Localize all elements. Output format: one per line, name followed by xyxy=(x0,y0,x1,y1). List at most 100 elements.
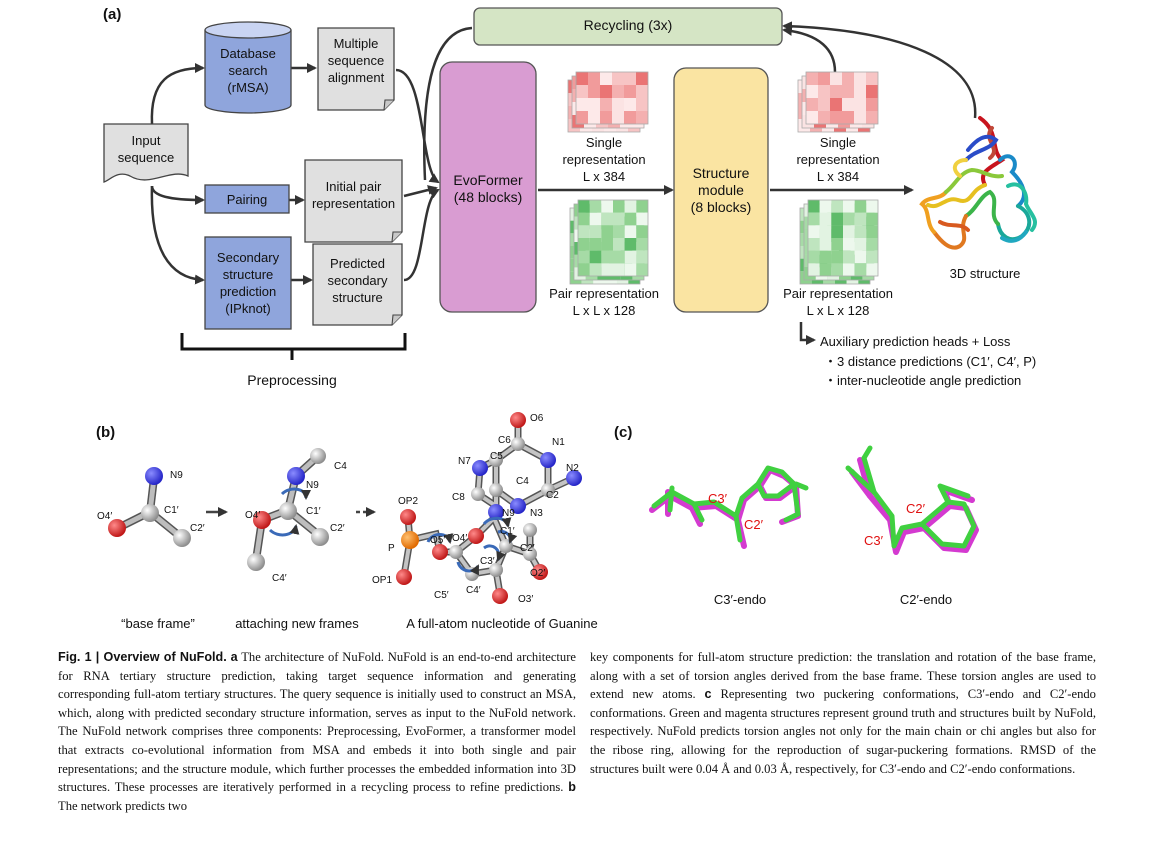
heatmap-cell xyxy=(612,72,624,85)
caption-c-label: c xyxy=(704,687,712,702)
caption-text-a: The architecture of NuFold. NuFold is an… xyxy=(58,650,576,795)
msa-label: Multiple sequence alignment xyxy=(327,36,385,85)
c3-endo-caption: C3′-endo xyxy=(713,592,767,607)
caption-text-d: Representing two puckering conformations… xyxy=(590,687,1096,776)
ss-prediction-label: Secondary structure prediction (IPknot) xyxy=(216,250,280,316)
heatmap-cell xyxy=(601,263,613,276)
atom-label: O4′ xyxy=(245,510,261,521)
pairing-label: Pairing xyxy=(226,192,268,207)
heatmap-cell xyxy=(613,263,625,276)
heatmap-cell xyxy=(866,85,878,98)
c2-endo-marker-b: C3′ xyxy=(864,533,884,548)
heatmap-cell xyxy=(600,72,612,85)
caption-text-b: The network predicts two xyxy=(58,798,188,813)
heatmap-frame xyxy=(805,71,879,125)
preprocessing-label: Preprocessing xyxy=(247,372,337,388)
atom-label: C4 xyxy=(334,461,347,472)
atom-label: N2 xyxy=(566,463,579,474)
atom-label: O6 xyxy=(530,413,544,424)
atom-label: C2′ xyxy=(520,543,535,554)
heatmap-cell xyxy=(576,72,588,85)
fig-label: Fig. 1 | Overview of NuFold. xyxy=(58,650,227,664)
heatmap-cell xyxy=(613,212,625,226)
atom-label: N9 xyxy=(170,470,183,481)
aux-item-2: ・inter-nucleotide angle prediction xyxy=(824,373,1022,388)
heatmap-cell xyxy=(819,200,832,213)
heatmap-cell xyxy=(806,111,818,124)
heatmap-cell xyxy=(808,238,820,251)
atom-label: P xyxy=(388,543,395,554)
atom-label: C4′ xyxy=(466,585,481,596)
input-sequence-label: Input sequence xyxy=(117,133,175,165)
atom-label: N9 xyxy=(306,480,319,491)
c2-endo-marker-a: C2′ xyxy=(906,501,926,516)
c2-endo-structure xyxy=(845,445,979,555)
heatmap-cell xyxy=(613,225,625,238)
single-rep-label-1: Single representation L x 384 xyxy=(562,135,646,184)
heatmap-cell xyxy=(636,98,648,111)
heatmap-cell xyxy=(831,238,843,251)
heatmap-cell xyxy=(601,238,613,251)
heatmap-cell xyxy=(866,111,878,124)
heatmap-cell xyxy=(636,72,648,85)
caption-text-c: key components for full-atom structure p… xyxy=(590,650,1096,702)
heatmap-cell xyxy=(806,72,818,85)
heatmap-cell xyxy=(589,200,602,213)
heatmap-cell xyxy=(578,263,590,276)
pair-rep-label-2: Pair representation L x L x 128 xyxy=(783,286,893,318)
atom-label: N9 xyxy=(502,508,515,519)
figure-canvas xyxy=(103,7,1037,604)
c3-endo-marker-b: C2′ xyxy=(744,517,764,532)
recycling-box xyxy=(473,7,783,46)
heatmap-cell xyxy=(578,225,590,238)
initial-pair-label: Initial pair representation xyxy=(311,179,396,211)
heatmap-cell xyxy=(830,111,842,124)
heatmap-cell xyxy=(819,212,832,226)
structure-3d-label: 3D structure xyxy=(949,266,1021,281)
heatmap-cell xyxy=(589,263,602,276)
heatmap-cell xyxy=(843,238,855,251)
heatmap-cell xyxy=(818,98,830,111)
heatmap-cell xyxy=(842,85,854,98)
heatmap-cell xyxy=(601,225,613,238)
heatmap-cell xyxy=(576,85,588,98)
heatmap-cell xyxy=(589,225,602,238)
heatmap-cell xyxy=(819,225,832,238)
atom-label: OP1 xyxy=(372,575,393,586)
structure-module-label: Structure module (8 blocks) xyxy=(690,165,752,215)
heatmap-cell xyxy=(831,263,843,276)
heatmap-cell xyxy=(866,212,878,226)
single-rep-heatmap-1 xyxy=(567,71,649,133)
atom-label: O3′ xyxy=(518,594,534,605)
single-rep-label-2: Single representation L x 384 xyxy=(796,135,880,184)
heatmap-cell xyxy=(866,225,878,238)
heatmap-cell xyxy=(576,98,588,111)
heatmap-cell xyxy=(842,72,854,85)
heatmap-frame xyxy=(575,71,649,125)
pair-rep-heatmap-1 xyxy=(569,199,649,285)
atom-label: O2′ xyxy=(530,568,546,579)
heatmap-cell xyxy=(588,111,600,124)
heatmap-cell xyxy=(589,212,602,226)
database-search-box xyxy=(204,21,292,114)
heatmap-cell xyxy=(866,200,878,213)
c2-endo-caption: C2′-endo xyxy=(899,592,953,607)
heatmap-cell xyxy=(854,200,867,213)
attaching-frames-caption: attaching new frames xyxy=(235,616,359,631)
heatmap-cell xyxy=(601,250,613,264)
atom-label: OP2 xyxy=(398,496,419,507)
atom-label: C5′ xyxy=(434,590,449,601)
heatmap-cell xyxy=(578,200,590,213)
atom-label: O5′ xyxy=(430,535,446,546)
heatmap-cell xyxy=(588,85,600,98)
database-search-label: Database search (rMSA) xyxy=(220,46,276,95)
single-rep-heatmap-2 xyxy=(797,71,879,133)
heatmap-cell xyxy=(842,98,854,111)
heatmap-cell xyxy=(854,212,867,226)
heatmap-cell xyxy=(600,98,612,111)
heatmap-cell xyxy=(819,250,832,264)
full-atom-caption: A full-atom nucleotide of Guanine xyxy=(406,616,598,631)
heatmap-cell xyxy=(831,225,843,238)
heatmap-cell xyxy=(854,250,867,264)
heatmap-cell xyxy=(842,111,854,124)
